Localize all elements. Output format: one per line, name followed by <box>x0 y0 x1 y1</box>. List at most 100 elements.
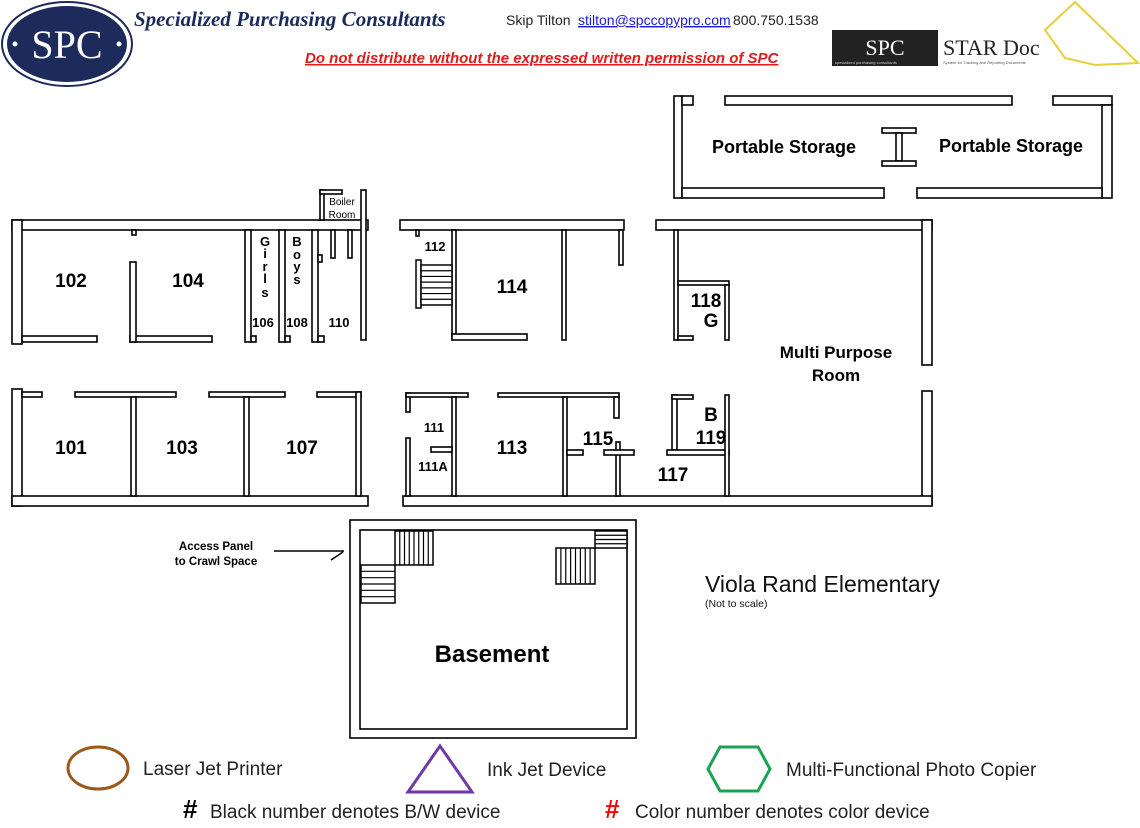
room-104: 104 <box>172 271 204 292</box>
svg-text:r: r <box>262 259 267 274</box>
room-107: 107 <box>286 438 318 459</box>
wall <box>311 229 319 343</box>
access-panel-label-2: to Crawl Space <box>175 556 257 568</box>
wall <box>405 437 411 497</box>
wall <box>895 132 903 162</box>
wall <box>451 333 528 341</box>
stairs <box>360 259 628 604</box>
wall <box>317 335 325 343</box>
wall <box>319 189 343 195</box>
access-panel-pointer <box>274 550 344 561</box>
room-111: 111 <box>424 420 444 435</box>
wall <box>671 394 694 400</box>
svg-text:s: s <box>261 285 268 300</box>
wall <box>921 390 933 506</box>
girls-restroom-label: G i r l s <box>260 234 270 300</box>
wall <box>21 335 98 343</box>
wall <box>921 219 933 366</box>
wall <box>316 391 362 398</box>
wall <box>129 335 213 343</box>
legend-color-note: Color number denotes color device <box>635 802 930 823</box>
contact-email-link[interactable]: stilton@spccopypro.com <box>578 12 731 28</box>
wall <box>671 394 678 451</box>
wall <box>21 391 43 398</box>
svg-text:G: G <box>260 234 270 249</box>
room-110: 110 <box>329 315 350 330</box>
wall <box>399 219 625 231</box>
wall <box>330 229 336 259</box>
room-111a: 111A <box>418 459 448 474</box>
wall <box>360 189 367 341</box>
basement-stairs-right-lower <box>555 547 596 585</box>
wall <box>355 391 362 497</box>
wall <box>243 396 250 497</box>
legend-ink-jet: Ink Jet Device <box>487 760 606 781</box>
basement-label: Basement <box>435 641 550 668</box>
basement-stairs-left-lower <box>360 564 396 604</box>
wall <box>1101 104 1113 199</box>
room-114: 114 <box>497 277 528 298</box>
room-115: 115 <box>583 429 614 450</box>
wall <box>613 396 620 419</box>
spc-logo: SPC <box>1 1 133 87</box>
room-103: 103 <box>166 438 198 459</box>
room-102: 102 <box>55 271 87 292</box>
black-hash-icon: # <box>183 794 198 824</box>
laser-jet-circle-icon <box>66 745 130 791</box>
wall <box>244 229 252 343</box>
wall <box>1052 95 1113 106</box>
wall <box>566 449 584 456</box>
svg-text:STAR Doc: STAR Doc <box>943 35 1040 60</box>
portable-storage-right: Portable Storage <box>939 136 1083 156</box>
copier-hexagon-icon <box>706 745 772 793</box>
wall <box>284 335 291 343</box>
wall <box>278 229 286 343</box>
wall <box>666 449 730 456</box>
svg-text:l: l <box>263 271 267 286</box>
wall <box>881 160 917 167</box>
wall <box>317 254 323 263</box>
wall <box>561 229 567 341</box>
boiler-room-label-2: Room <box>329 210 356 221</box>
access-panel-label-1: Access Panel <box>179 541 253 553</box>
contact-name: Skip Tilton <box>506 12 571 28</box>
wall <box>430 446 453 453</box>
room-101: 101 <box>55 438 87 459</box>
wall <box>724 284 730 341</box>
wall <box>615 441 621 497</box>
wall <box>11 219 23 345</box>
basement-stairs-right-upper <box>594 530 628 549</box>
svg-text:SPC: SPC <box>865 35 904 60</box>
svg-text:specialized purchasing consult: specialized purchasing consultants <box>835 60 897 65</box>
boiler-room-label-1: Boiler <box>329 197 355 208</box>
room-112: 112 <box>425 239 446 254</box>
school-name: Viola Rand Elementary <box>705 571 940 597</box>
multi-purpose-room-label-1: Multi Purpose <box>780 343 892 362</box>
walls <box>11 95 1113 739</box>
wall <box>497 392 620 398</box>
svg-text:System for Tracking and Report: System for Tracking and Reporting Docume… <box>943 60 1026 65</box>
svg-text:i: i <box>263 246 267 261</box>
wall <box>129 261 137 343</box>
room-119: 119 <box>696 428 727 449</box>
portable-storage-left: Portable Storage <box>712 137 856 157</box>
star-doc-logo: SPC STAR Doc specialized purchasing cons… <box>832 0 1140 67</box>
wall <box>681 95 694 106</box>
room-117: 117 <box>658 465 689 486</box>
basement-stairs-left-upper <box>394 530 434 566</box>
wall <box>11 388 23 507</box>
svg-text:s: s <box>293 272 300 287</box>
legend-mfp: Multi-Functional Photo Copier <box>786 760 1037 781</box>
contact-phone: 800.750.1538 <box>733 12 819 28</box>
room-108: 108 <box>286 315 308 330</box>
wall <box>11 219 369 231</box>
company-name: Specialized Purchasing Consultants <box>134 7 446 31</box>
wall <box>677 280 730 286</box>
boys-restroom-label: B o y s <box>292 234 301 287</box>
wall <box>677 335 694 341</box>
stairs-112 <box>420 264 453 306</box>
wall <box>916 187 1103 199</box>
scale-note: (Not to scale) <box>705 598 767 610</box>
svg-text:SPC: SPC <box>31 22 102 67</box>
